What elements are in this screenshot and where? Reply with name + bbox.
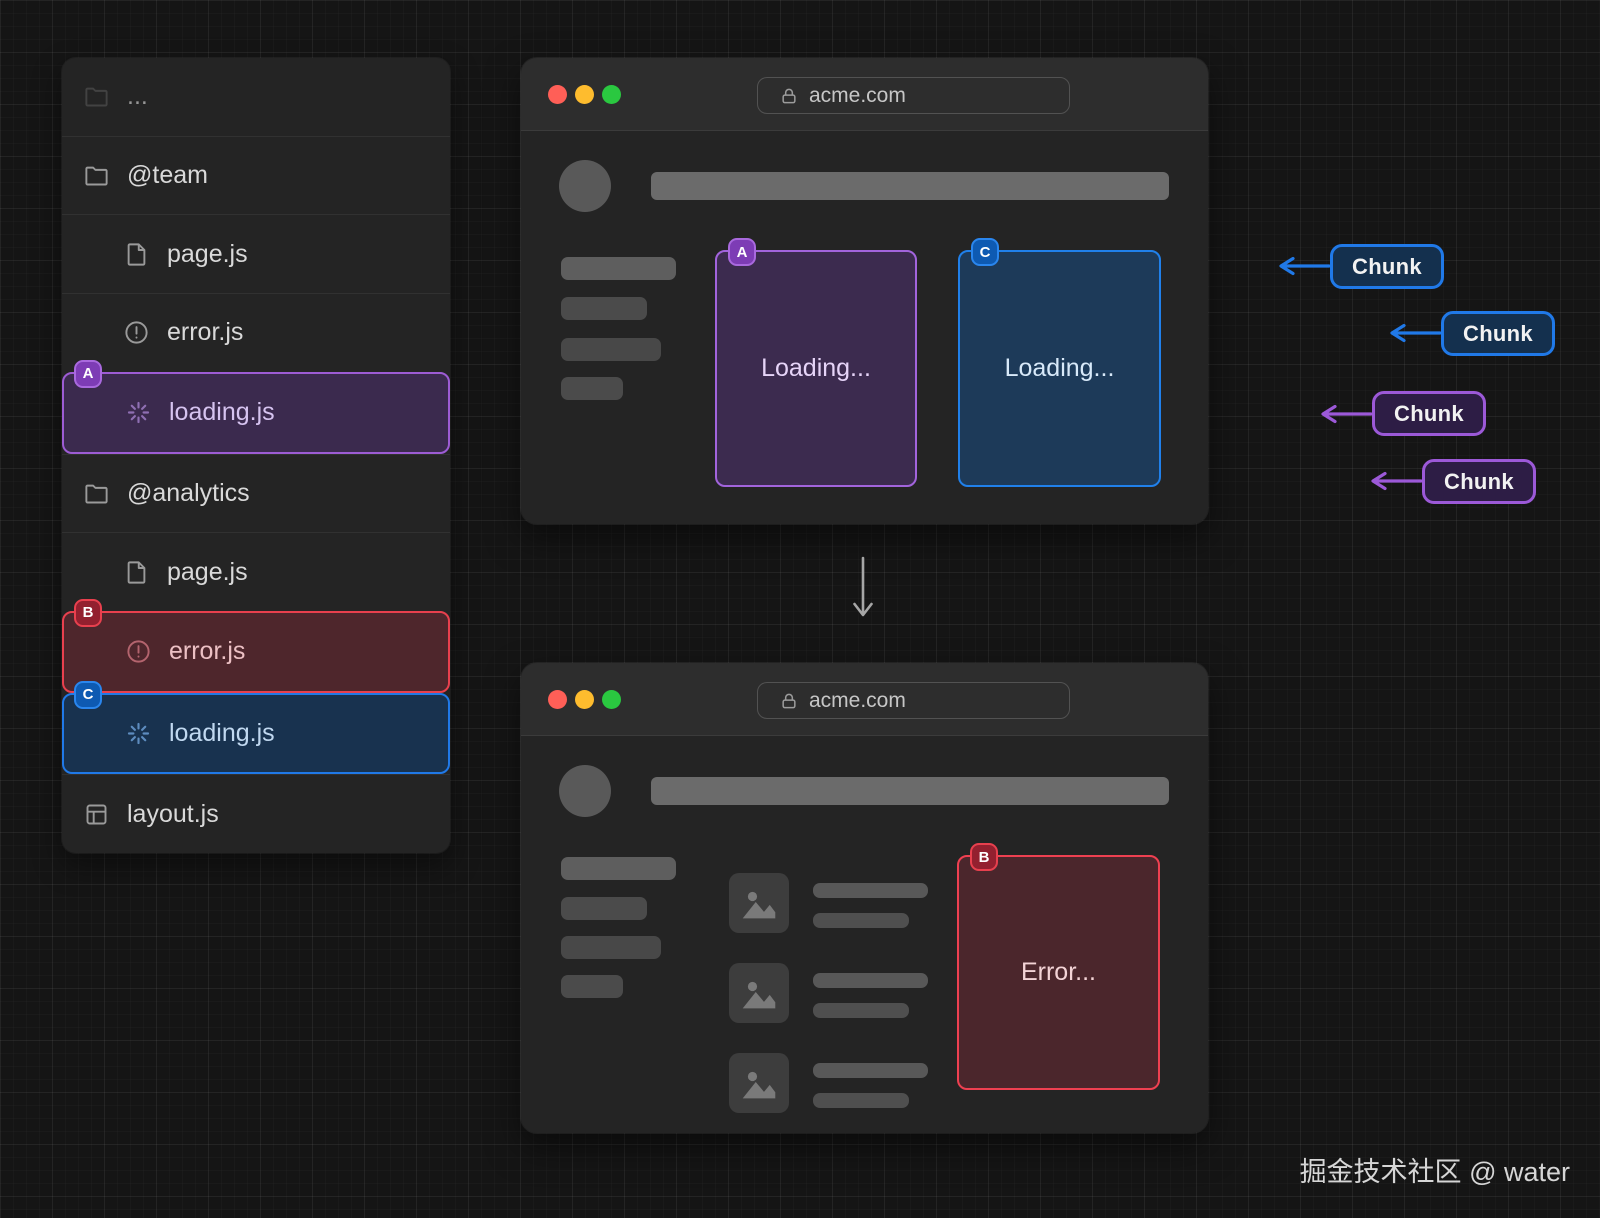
- browser-window-loading: acme.com A Loading... C Loading...: [521, 58, 1208, 524]
- url-text: acme.com: [809, 688, 906, 712]
- chunk-label: Chunk: [1372, 391, 1486, 436]
- error-label: Error...: [1020, 958, 1096, 986]
- minimize-button[interactable]: [575, 690, 594, 709]
- loading-label: Loading...: [1004, 354, 1115, 382]
- folder-icon: [83, 162, 110, 189]
- spinner-icon: [125, 399, 152, 426]
- tree-row-layout[interactable]: layout.js: [62, 774, 450, 853]
- chunk-label: Chunk: [1422, 459, 1536, 504]
- folder-icon: [83, 480, 110, 507]
- feed-text-line: [813, 1063, 928, 1078]
- text-skeleton: [561, 338, 661, 361]
- image-placeholder: [729, 1053, 789, 1113]
- tree-row-team-error[interactable]: error.js: [62, 293, 450, 372]
- text-skeleton: [561, 257, 676, 280]
- tree-row-label: ...: [127, 82, 148, 111]
- alert-icon: [125, 638, 152, 665]
- browser-titlebar: acme.com: [521, 663, 1208, 736]
- maximize-button[interactable]: [602, 690, 621, 709]
- feed-text-line: [813, 883, 928, 898]
- layout-icon: [83, 801, 110, 828]
- loading-label: Loading...: [761, 354, 871, 382]
- lock-icon: [779, 691, 799, 711]
- tree-row-analytics[interactable]: @analytics: [62, 453, 450, 533]
- tree-row-team[interactable]: @team: [62, 135, 450, 215]
- spinner-icon: [125, 720, 152, 747]
- tree-row-label: loading.js: [169, 718, 275, 747]
- traffic-lights: [548, 85, 621, 104]
- tree-row-ellipsis[interactable]: ...: [62, 58, 450, 136]
- watermark-credit: 掘金技术社区 @ water: [1299, 1157, 1570, 1187]
- image-placeholder: [729, 963, 789, 1023]
- minimize-button[interactable]: [575, 85, 594, 104]
- badge-c: C: [74, 680, 102, 709]
- tree-row-analytics-error[interactable]: B error.js: [62, 598, 450, 693]
- file-tree-panel: ... @team page.js error.js A loadi: [62, 58, 450, 853]
- arrow-left-icon: [1316, 402, 1372, 426]
- folder-icon: [83, 83, 110, 110]
- tree-row-label: loading.js: [169, 398, 275, 427]
- badge-b: B: [74, 598, 102, 627]
- feed-text-line: [813, 913, 909, 928]
- browser-window-error: acme.com B Error...: [521, 663, 1208, 1133]
- text-skeleton: [561, 897, 647, 920]
- tree-row-label: page.js: [167, 239, 248, 268]
- browser-titlebar: acme.com: [521, 58, 1208, 131]
- tree-row-label: layout.js: [127, 799, 219, 828]
- chunk-label: Chunk: [1330, 244, 1444, 289]
- badge-b: B: [970, 843, 998, 871]
- arrow-left-icon: [1385, 321, 1441, 345]
- tree-row-team-loading[interactable]: A loading.js: [62, 359, 450, 454]
- error-slot-analytics: B Error...: [957, 843, 1160, 1090]
- tree-row-label: @analytics: [127, 478, 250, 507]
- tree-row-label: error.js: [167, 318, 244, 347]
- text-skeleton: [561, 857, 676, 880]
- text-skeleton: [561, 377, 623, 400]
- arrow-left-icon: [1274, 254, 1330, 278]
- tree-row-analytics-page[interactable]: page.js: [62, 532, 450, 611]
- badge-a: A: [74, 359, 102, 388]
- alert-icon: [123, 319, 150, 346]
- file-icon: [123, 241, 150, 268]
- url-bar[interactable]: acme.com: [757, 77, 1070, 114]
- transition-down-arrow: [852, 556, 874, 626]
- text-skeleton: [561, 936, 661, 959]
- image-placeholder: [729, 873, 789, 933]
- avatar: [559, 160, 611, 212]
- url-bar[interactable]: acme.com: [757, 682, 1070, 719]
- chunk-label: Chunk: [1441, 311, 1555, 356]
- arrow-left-icon: [1366, 469, 1422, 493]
- tree-row-label: error.js: [169, 637, 246, 666]
- badge-c: C: [971, 238, 999, 266]
- loading-slot-team: A Loading...: [715, 238, 917, 487]
- nav-skeleton-bar: [651, 172, 1169, 200]
- close-button[interactable]: [548, 690, 567, 709]
- text-skeleton: [561, 975, 623, 998]
- text-skeleton: [561, 297, 647, 320]
- lock-icon: [779, 86, 799, 106]
- file-icon: [123, 559, 150, 586]
- url-text: acme.com: [809, 83, 906, 107]
- loading-slot-analytics: C Loading...: [958, 238, 1161, 487]
- avatar: [559, 765, 611, 817]
- nav-skeleton-bar: [651, 777, 1169, 805]
- tree-row-analytics-loading[interactable]: C loading.js: [62, 680, 450, 775]
- traffic-lights: [548, 690, 621, 709]
- tree-row-label: page.js: [167, 557, 248, 586]
- badge-a: A: [728, 238, 756, 266]
- feed-text-line: [813, 1093, 909, 1108]
- tree-row-team-page[interactable]: page.js: [62, 214, 450, 293]
- maximize-button[interactable]: [602, 85, 621, 104]
- close-button[interactable]: [548, 85, 567, 104]
- feed-text-line: [813, 1003, 909, 1018]
- tree-row-label: @team: [127, 161, 208, 190]
- feed-text-line: [813, 973, 928, 988]
